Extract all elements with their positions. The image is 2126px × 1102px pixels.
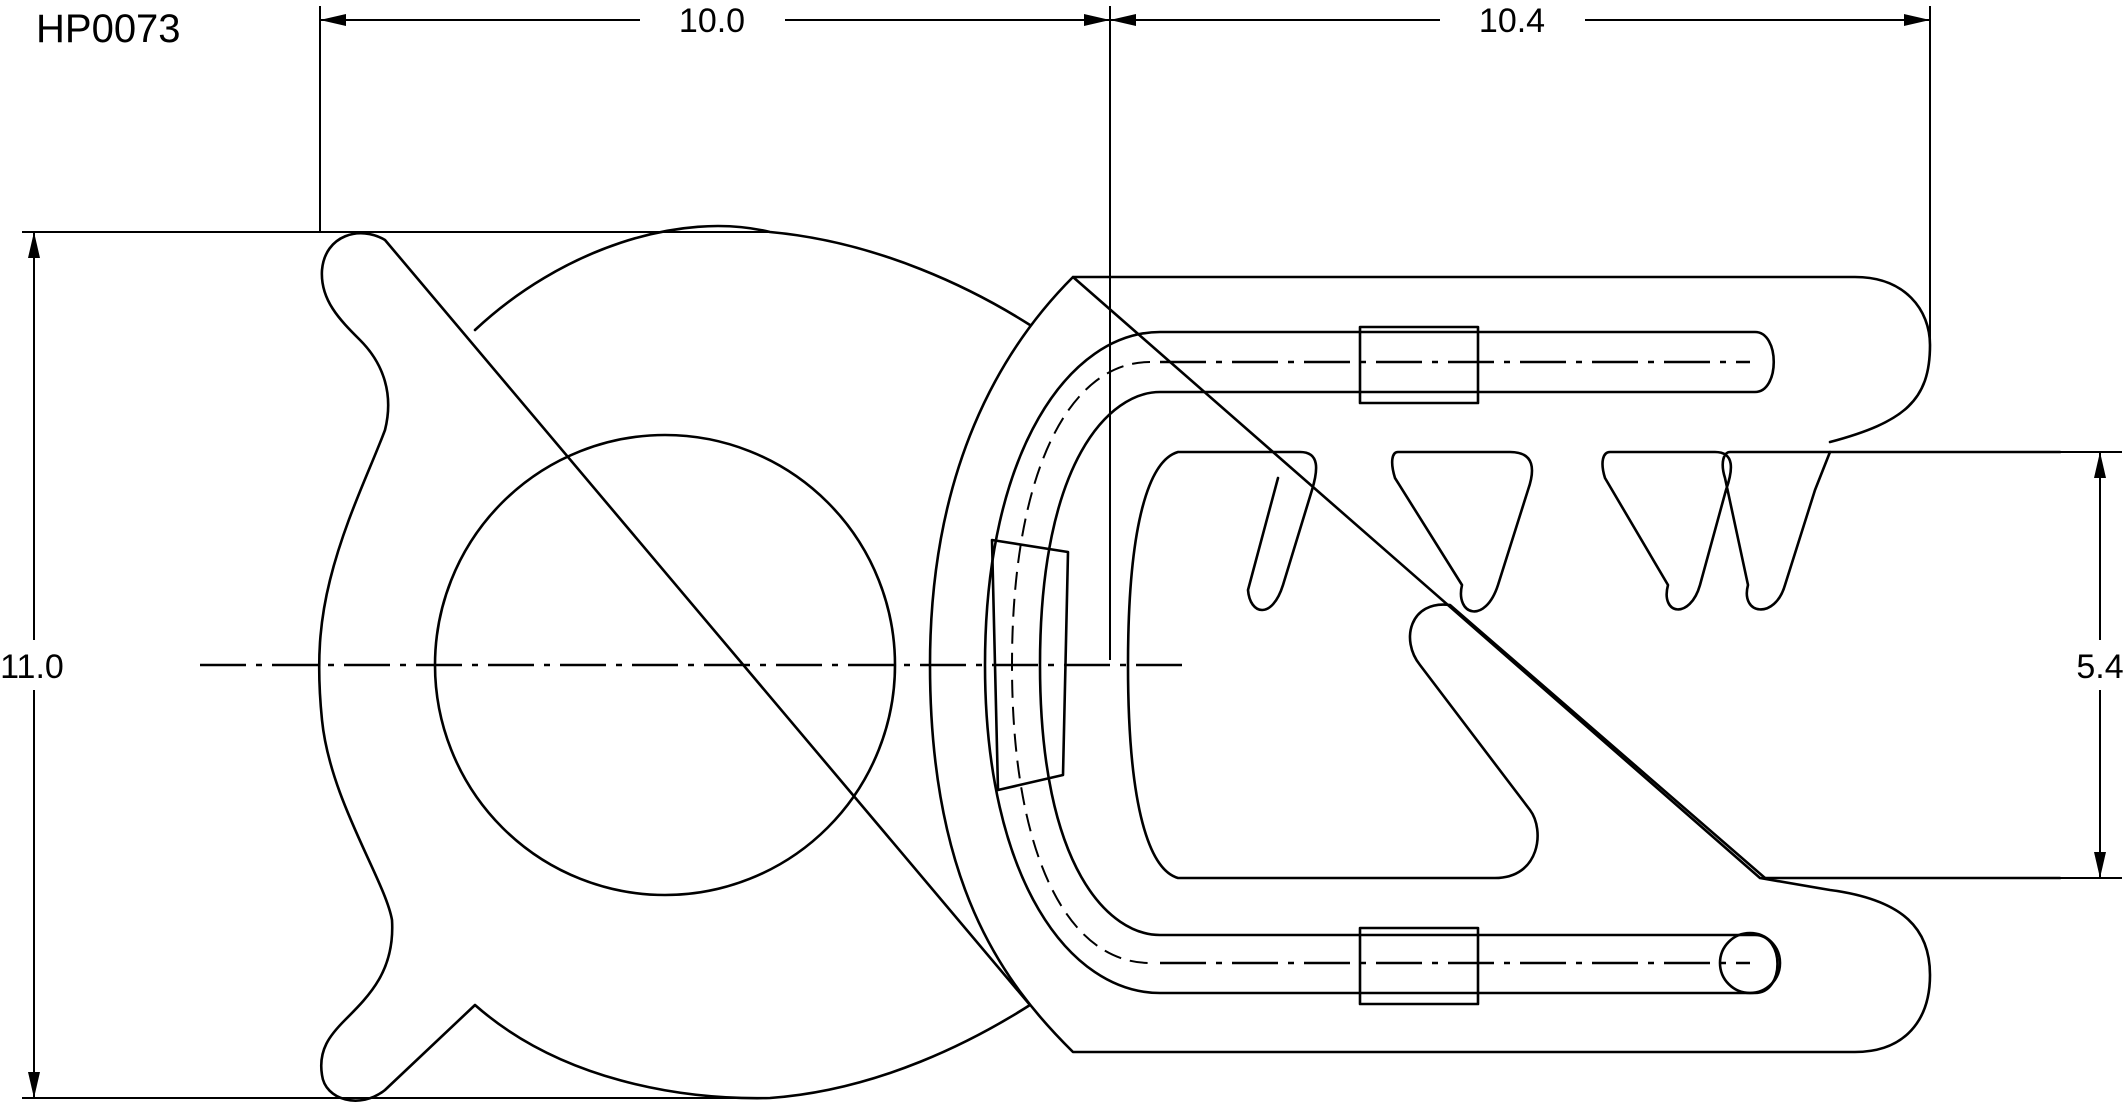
- arrowhead: [28, 232, 40, 258]
- clip-inner-channel: [983, 330, 1779, 995]
- clip-section: [928, 275, 2062, 1054]
- arrowhead: [2094, 452, 2106, 478]
- arrowhead: [320, 14, 346, 26]
- steel-core-hidden-line: [1010, 361, 1151, 964]
- dim-top-left-label: 10.0: [679, 2, 745, 40]
- bulb-outer-outline: [317, 224, 1032, 1102]
- dim-left-label: 11.0: [0, 648, 64, 686]
- part-number-label: HP0073: [36, 7, 181, 51]
- lower-core-block: [1358, 926, 1480, 1006]
- clip-outer-outline: [928, 275, 1932, 1054]
- arrowhead: [2094, 852, 2106, 878]
- arrowhead: [1084, 14, 1110, 26]
- bulb-inner-circle: [433, 433, 897, 897]
- arrowhead: [1904, 14, 1930, 26]
- arrowhead: [1110, 14, 1136, 26]
- upper-core-block: [1358, 325, 1480, 405]
- gripping-fingers-outline: [1126, 450, 1832, 880]
- arrowhead: [28, 1072, 40, 1098]
- dim-top-right-label: 10.4: [1479, 2, 1545, 40]
- dim-right-label: 5.4: [2076, 648, 2123, 686]
- bulb-section: [317, 224, 1032, 1102]
- middle-core-block: [990, 538, 1070, 792]
- lower-arm-end-circle: [1718, 931, 1782, 995]
